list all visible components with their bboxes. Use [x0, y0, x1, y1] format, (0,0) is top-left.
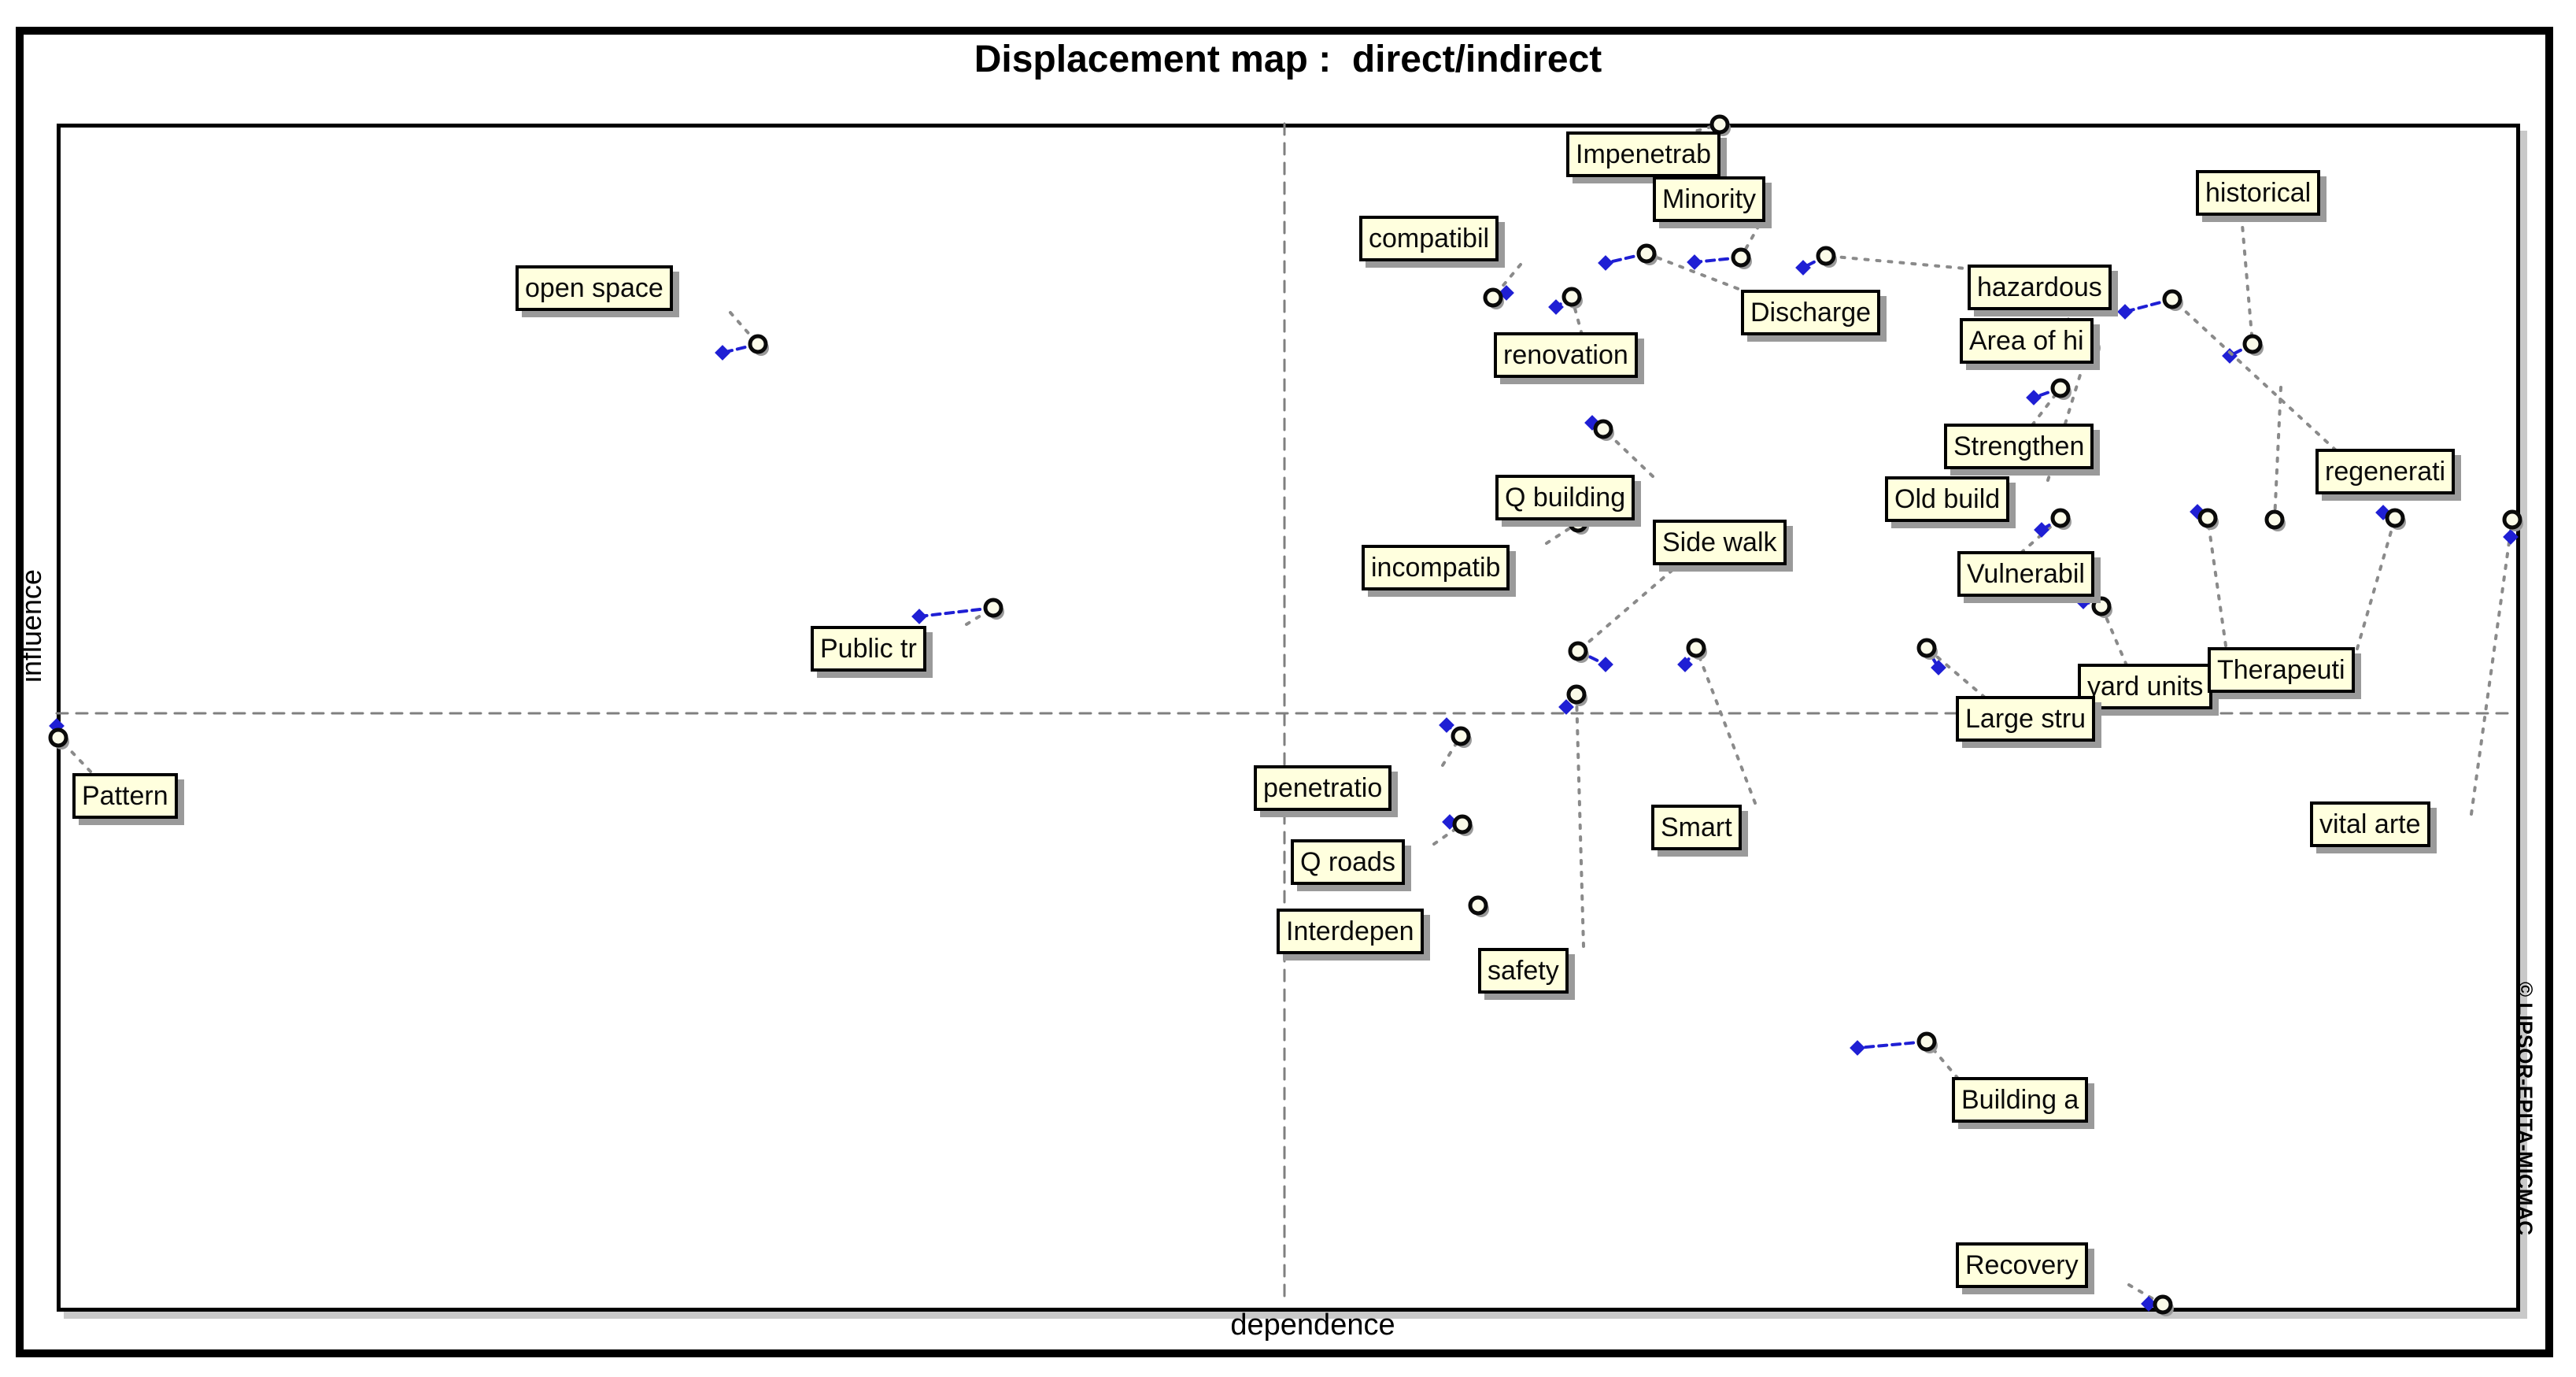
arrowhead: [2034, 522, 2049, 538]
variable-point: [1568, 641, 1588, 661]
trail-line: [1576, 568, 1674, 653]
arrowhead: [2141, 1296, 2157, 1312]
trail-line: [2273, 386, 2282, 521]
variable-point: [983, 598, 1003, 618]
trail-line: [1602, 428, 1654, 478]
y-axis-label: influence: [15, 568, 47, 683]
variable-point: [1731, 247, 1751, 268]
copyright-watermark: © LIPSOR-EPITA-MICMAC: [2513, 982, 2537, 1235]
variable-point: [2385, 508, 2405, 528]
variable-point: [748, 334, 768, 354]
trail-line: [1824, 254, 1975, 271]
variable-point: [1686, 638, 1706, 658]
trail-line: [2206, 516, 2227, 647]
chart-title: Displacement map : direct/indirect: [974, 39, 1602, 80]
trail-line: [1695, 646, 1757, 805]
variable-point: [1709, 114, 1730, 135]
arrowhead: [1677, 657, 1693, 672]
arrowhead: [1439, 717, 1454, 733]
variable-point: [2197, 508, 2218, 528]
variable-point: [1916, 1031, 1937, 1052]
variable-point: [2264, 509, 2285, 530]
variable-point: [2050, 378, 2071, 398]
trail-line: [2356, 516, 2397, 650]
trail-line: [2171, 298, 2338, 452]
variable-point: [48, 727, 68, 748]
arrowhead: [1598, 255, 1613, 271]
variable-point: [1816, 246, 1836, 266]
variable-point: [1568, 513, 1588, 533]
trail-line: [2240, 214, 2254, 346]
arrowhead: [1850, 1040, 1865, 1056]
variable-point: [1561, 287, 1582, 307]
variable-point: [2079, 334, 2100, 354]
variable-point: [1483, 287, 1503, 308]
x-axis-label: dependence: [1230, 1309, 1395, 1342]
arrowhead: [1558, 699, 1574, 715]
arrowhead: [911, 609, 927, 624]
variable-point: [1451, 726, 1471, 746]
arrowhead: [2222, 348, 2238, 364]
variable-point: [2081, 289, 2101, 309]
variable-point: [2242, 334, 2263, 354]
plot-area: [57, 124, 2520, 1312]
arrowhead: [2117, 304, 2133, 320]
arrowhead: [2026, 390, 2042, 405]
arrowhead: [715, 345, 730, 361]
variable-point: [2050, 508, 2071, 528]
variable-point: [2162, 289, 2182, 309]
variable-point: [1636, 243, 1657, 264]
variable-point: [1593, 419, 1613, 439]
variable-point: [1566, 684, 1587, 705]
variable-point: [2502, 509, 2522, 530]
arrowhead: [1795, 260, 1811, 276]
variable-point: [1452, 814, 1473, 835]
trail-line: [2100, 605, 2128, 667]
trail-line: [2470, 518, 2514, 816]
displacement-arrow: [918, 606, 995, 618]
arrowhead: [2075, 594, 2091, 609]
arrowhead: [2503, 529, 2519, 545]
variable-point: [2091, 596, 2112, 616]
arrowhead: [1548, 299, 1564, 315]
trail-line: [2046, 342, 2091, 482]
variable-point: [1468, 895, 1488, 916]
variable-point: [2153, 1294, 2173, 1315]
trail-line: [1925, 1040, 1960, 1080]
arrowhead: [1687, 254, 1702, 270]
arrowhead: [1598, 657, 1613, 672]
arrowhead: [1931, 660, 1946, 676]
displacement-arrow: [1856, 1040, 1928, 1049]
trail-line: [1575, 693, 1585, 948]
variable-point: [1916, 638, 1937, 658]
